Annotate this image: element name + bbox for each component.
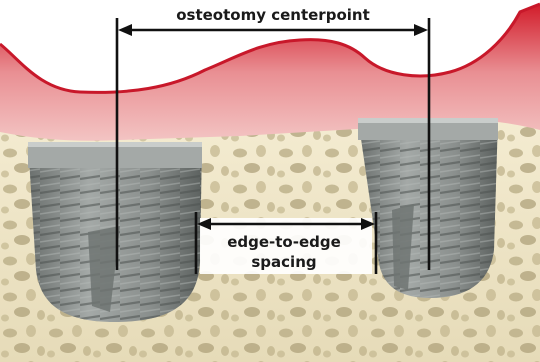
spacing-label-line2: spacing <box>251 253 316 271</box>
left-implant <box>28 142 202 322</box>
centerpoint-label: osteotomy centerpoint <box>176 6 370 24</box>
spacing-label-line1: edge-to-edge <box>227 233 341 251</box>
